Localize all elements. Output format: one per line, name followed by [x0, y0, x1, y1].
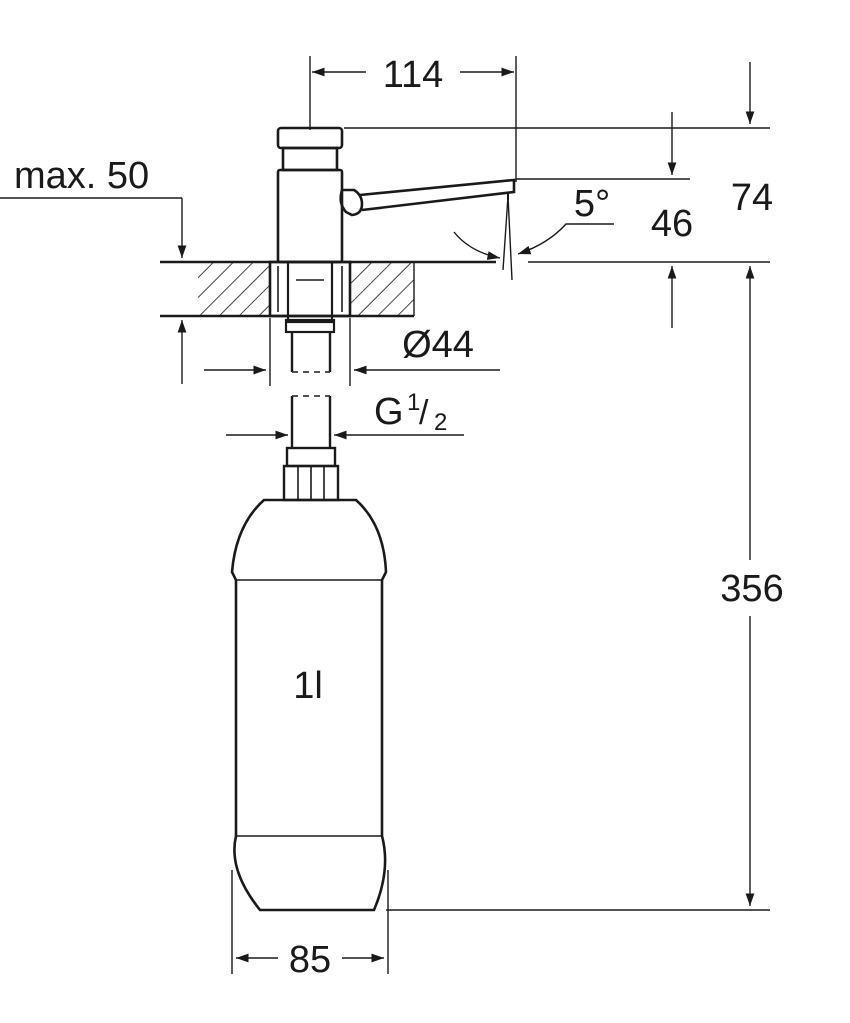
- bottle-volume-label: 1l: [293, 665, 323, 707]
- dimension-46-label: 46: [651, 203, 693, 245]
- countertop: [160, 260, 496, 318]
- dimension-max-50-label: max. 50: [14, 155, 149, 197]
- thread-numerator: 1: [407, 389, 420, 416]
- dimension-85-label: 85: [289, 939, 331, 981]
- dimension-diameter-44-label: Ø44: [402, 324, 474, 366]
- dimension-max-thickness: [0, 197, 187, 384]
- soap-bottle: [230, 498, 388, 912]
- spout: [339, 178, 516, 217]
- dimension-thread-label: G: [374, 391, 404, 433]
- thread-denominator: 2: [434, 409, 447, 436]
- dimension-hole-diameter: [204, 318, 500, 386]
- pump-head: [276, 126, 344, 264]
- mounting-shank: [268, 260, 352, 373]
- feed-tube: [282, 395, 340, 502]
- dimension-114-label: 114: [383, 54, 444, 96]
- dimension-5-degree-label: 5°: [574, 183, 610, 225]
- dimension-spout-reach: [309, 56, 517, 182]
- dimension-total-height: [386, 266, 770, 911]
- dimension-356-label: 356: [720, 568, 783, 610]
- dimension-74-label: 74: [731, 177, 773, 219]
- dimension-bottle-width: [231, 870, 389, 974]
- dimension-heights: [344, 62, 770, 328]
- thread-prefix: G: [374, 391, 404, 433]
- dimension-angle: [453, 195, 614, 281]
- thread-slash: /: [419, 394, 429, 432]
